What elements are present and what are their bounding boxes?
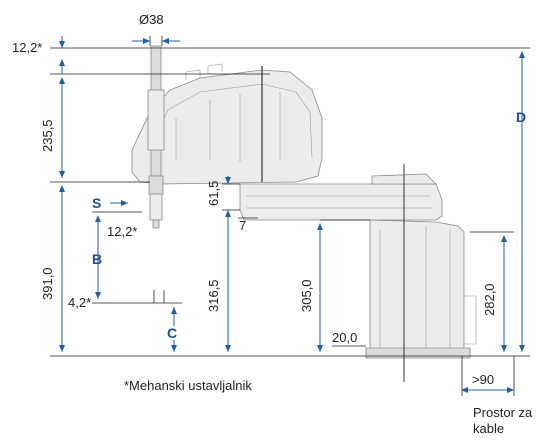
dim-base-top: 282,0: [482, 283, 497, 316]
dim-bottom-stop: 4,2*: [68, 295, 91, 310]
label-b: B: [92, 251, 102, 267]
dimension-lines: [59, 36, 525, 393]
label-d: D: [516, 109, 526, 125]
robot-illustration: [131, 45, 515, 396]
dim-top-stop: 12,2*: [12, 40, 42, 55]
extension-lines: [50, 36, 530, 357]
dim-base-flange: 20,0: [332, 330, 357, 345]
dim-total-lower: 391,0: [40, 267, 55, 300]
dim-arm-thickness: 61,5: [206, 181, 221, 206]
dim-stroke-stop: 12,2*: [107, 224, 137, 239]
label-c: C: [167, 325, 177, 341]
dim-arm-height: 316,5: [206, 279, 221, 312]
note-cable-line2: kable: [473, 421, 504, 436]
dim-cable-space: >90: [472, 372, 494, 387]
note-cable-line1: Prostor za: [473, 405, 533, 420]
dim-upper-height: 235,5: [40, 119, 55, 152]
dim-base-height: 305,0: [299, 279, 314, 312]
label-s: S: [92, 195, 101, 211]
note-mechanical-stop: *Mehanski ustavljalnik: [124, 378, 252, 393]
robot-arm: [239, 183, 443, 221]
dim-offset-small: 7: [239, 218, 246, 233]
dim-shaft-diameter: Ø38: [139, 12, 164, 27]
